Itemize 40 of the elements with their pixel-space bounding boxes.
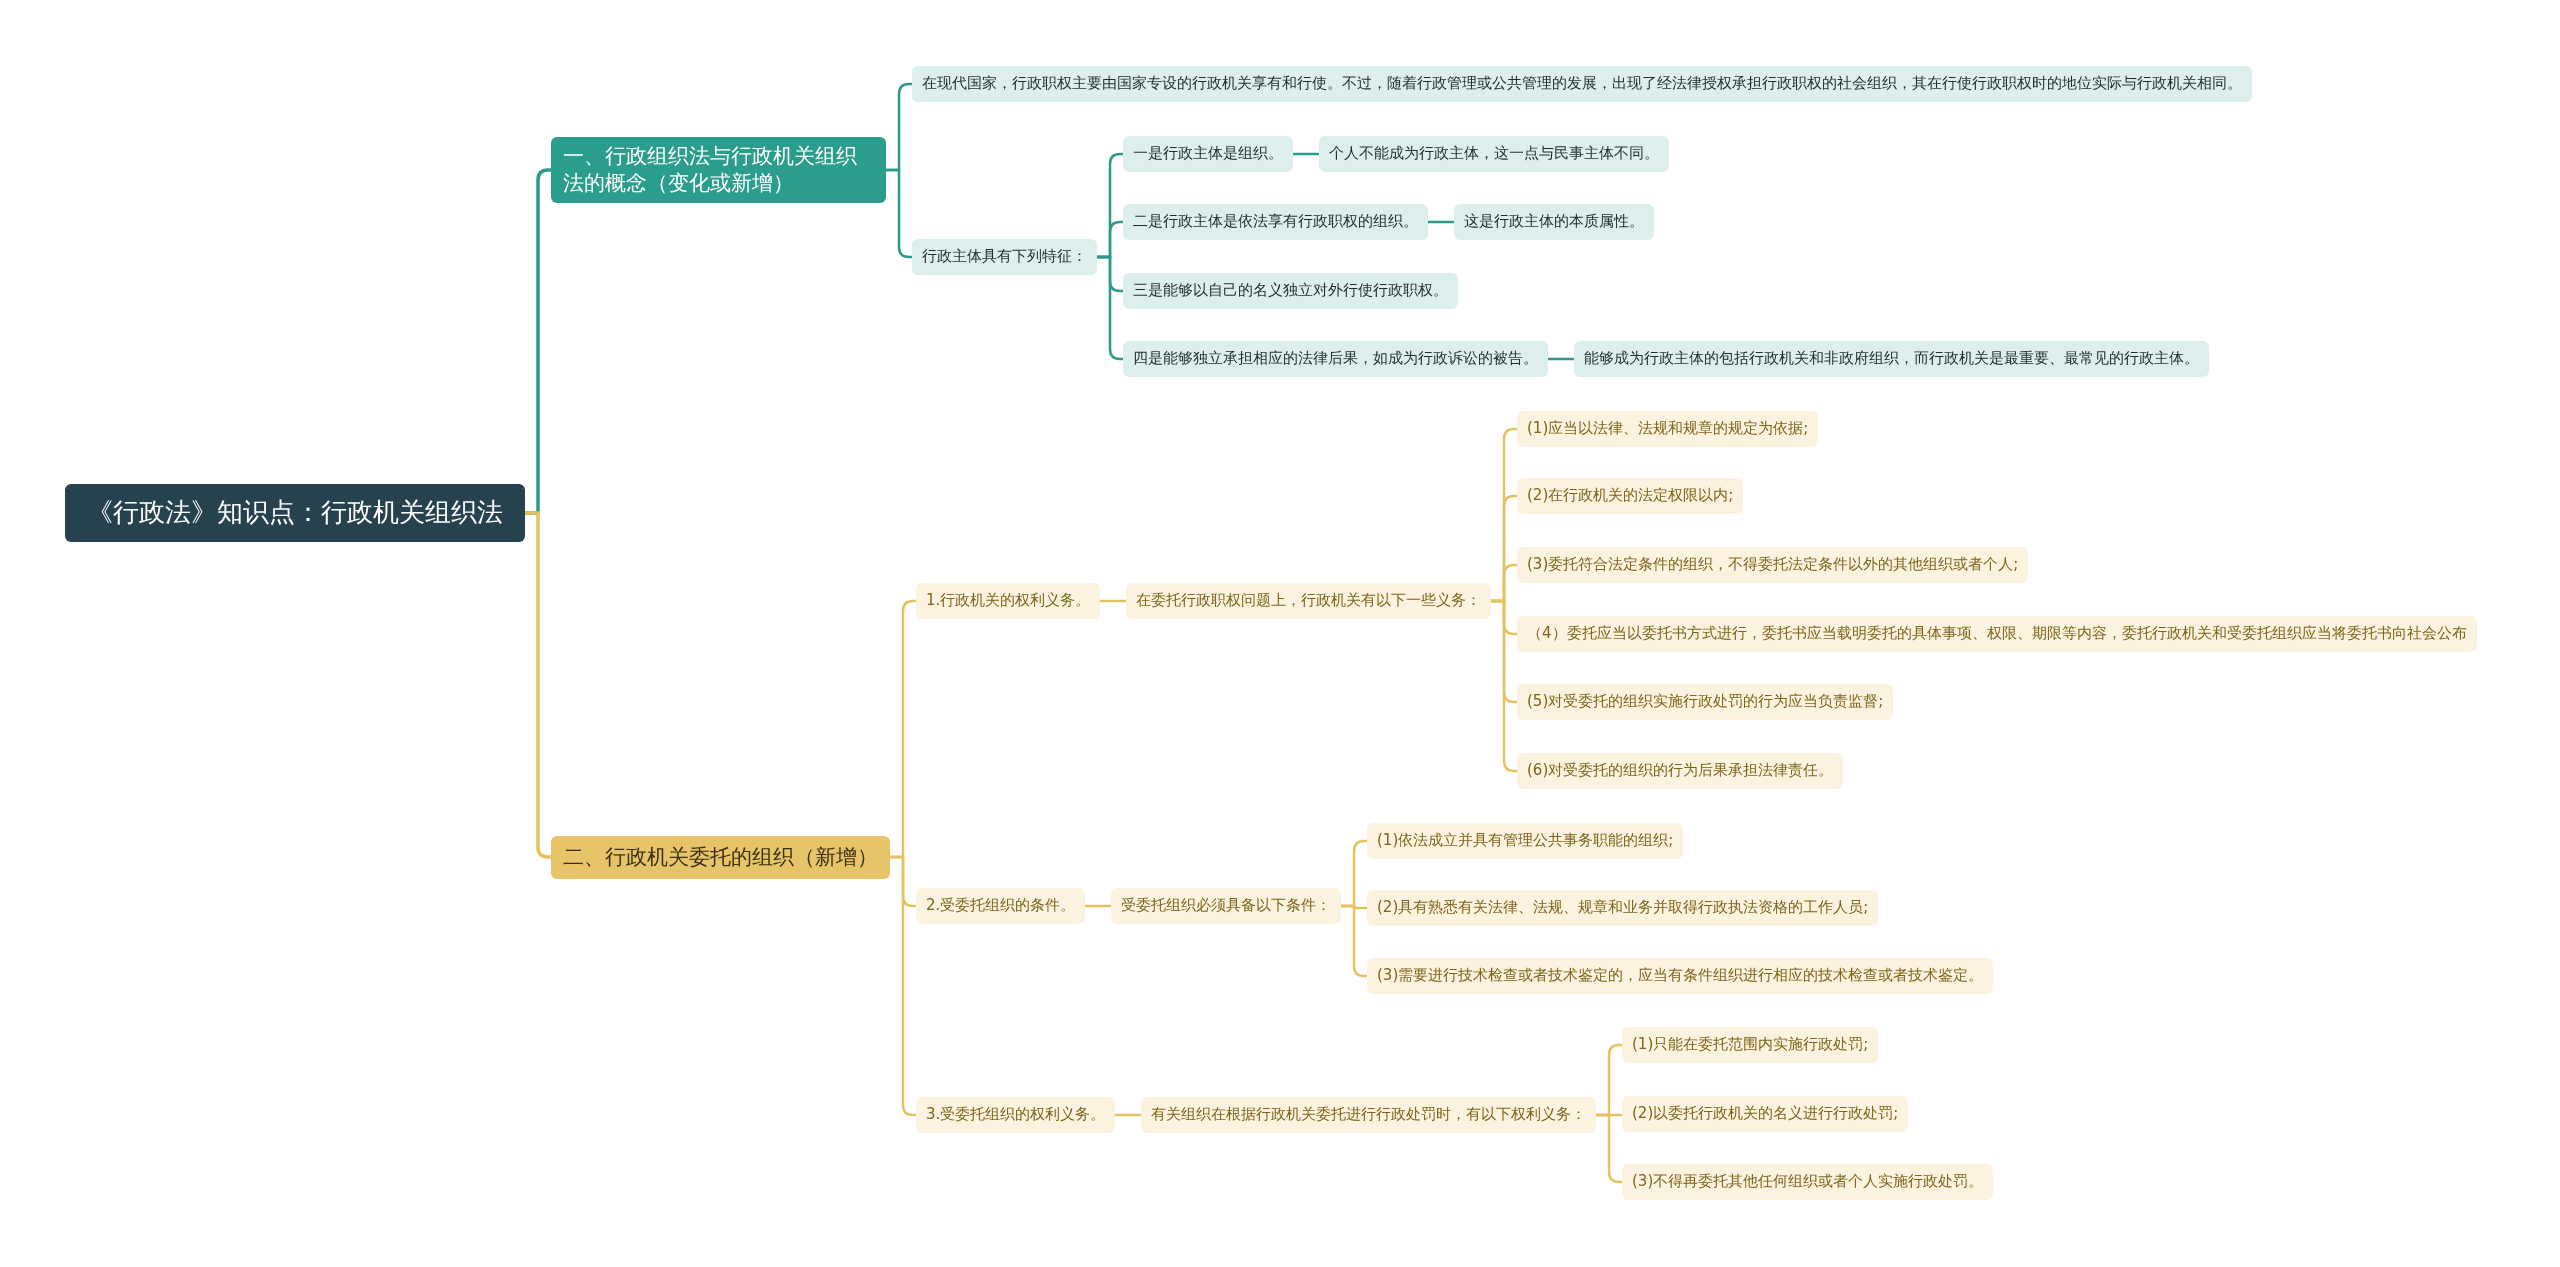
connector-line bbox=[1491, 599, 1517, 773]
subtopic: 1.行政机关的权利义务。 bbox=[916, 583, 1101, 619]
main-branch-topic: 一、行政组织法与行政机关组织法的概念（变化或新增） bbox=[551, 136, 886, 204]
connector-line bbox=[1115, 1113, 1141, 1117]
subtopic: 二是行政主体是依法享有行政职权的组织。 bbox=[1123, 204, 1428, 240]
connector-line bbox=[1341, 904, 1367, 978]
main-branch-topic: 二、行政机关委托的组织（新增） bbox=[551, 835, 890, 879]
subtopic: (5)对受委托的组织实施行政处罚的行为应当负责监督; bbox=[1517, 684, 1894, 720]
subtopic: (2)以委托行政机关的名义进行行政处罚; bbox=[1622, 1096, 1909, 1132]
subtopic: 在现代国家，行政职权主要由国家专设的行政机关享有和行使。不过，随着行政管理或公共管理的发展，出现了经法律授权承担行政职权的社会组织，其在行使行政职权时的地位实际与行政机关相同。 bbox=[912, 66, 2252, 102]
connector-line bbox=[1548, 357, 1574, 361]
subtopic: (1)只能在委托范围内实施行政处罚; bbox=[1622, 1027, 1879, 1063]
subtopic: (3)委托符合法定条件的组织，不得委托法定条件以外的其他组织或者个人; bbox=[1517, 547, 2029, 583]
subtopic: 行政主体具有下列特征： bbox=[912, 239, 1097, 275]
subtopic: （4）委托应当以委托书方式进行，委托书应当载明委托的具体事项、权限、期限等内容，委托行政机关和受委托组织应当将委托书向社会公布 bbox=[1517, 616, 2477, 652]
subtopic: 四是能够独立承担相应的法律后果，如成为行政诉讼的被告。 bbox=[1123, 341, 1548, 377]
subtopic: 受委托组织必须具备以下条件： bbox=[1111, 888, 1341, 924]
subtopic: 个人不能成为行政主体，这一点与民事主体不同。 bbox=[1319, 136, 1669, 172]
connector-line bbox=[1293, 152, 1319, 156]
subtopic: 一是行政主体是组织。 bbox=[1123, 136, 1293, 172]
subtopic: (3)不得再委托其他任何组织或者个人实施行政处罚。 bbox=[1622, 1164, 1994, 1200]
subtopic: (6)对受委托的组织的行为后果承担法律责任。 bbox=[1517, 753, 1844, 789]
subtopic: 2.受委托组织的条件。 bbox=[916, 888, 1086, 924]
subtopic: 3.受委托组织的权利义务。 bbox=[916, 1097, 1116, 1133]
subtopic: (1)应当以法律、法规和规章的规定为依据; bbox=[1517, 411, 1819, 447]
connector-line bbox=[1100, 599, 1126, 603]
subtopic: 这是行政主体的本质属性。 bbox=[1454, 204, 1654, 240]
subtopic: 在委托行政职权问题上，行政机关有以下一些义务： bbox=[1126, 583, 1491, 619]
central-topic: 《行政法》知识点：行政机关组织法 bbox=[65, 484, 525, 542]
connector-line bbox=[1428, 220, 1454, 224]
subtopic: (2)在行政机关的法定权限以内; bbox=[1517, 478, 1744, 514]
connector-line bbox=[1596, 1113, 1622, 1184]
subtopic: (1)依法成立并具有管理公共事务职能的组织; bbox=[1367, 823, 1684, 859]
connector-line bbox=[890, 855, 916, 1117]
subtopic: (2)具有熟悉有关法律、法规、规章和业务并取得行政执法资格的工作人员; bbox=[1367, 890, 1879, 926]
subtopic: 有关组织在根据行政机关委托进行行政处罚时，有以下权利义务： bbox=[1141, 1097, 1596, 1133]
subtopic: 三是能够以自己的名义独立对外行使行政职权。 bbox=[1123, 273, 1458, 309]
subtopic: (3)需要进行技术检查或者技术鉴定的，应当有条件组织进行相应的技术检查或者技术鉴定。 bbox=[1367, 958, 1994, 994]
subtopic: 能够成为行政主体的包括行政机关和非政府组织，而行政机关是最重要、最常见的行政主体。 bbox=[1574, 341, 2209, 377]
connector-line bbox=[1085, 904, 1111, 908]
